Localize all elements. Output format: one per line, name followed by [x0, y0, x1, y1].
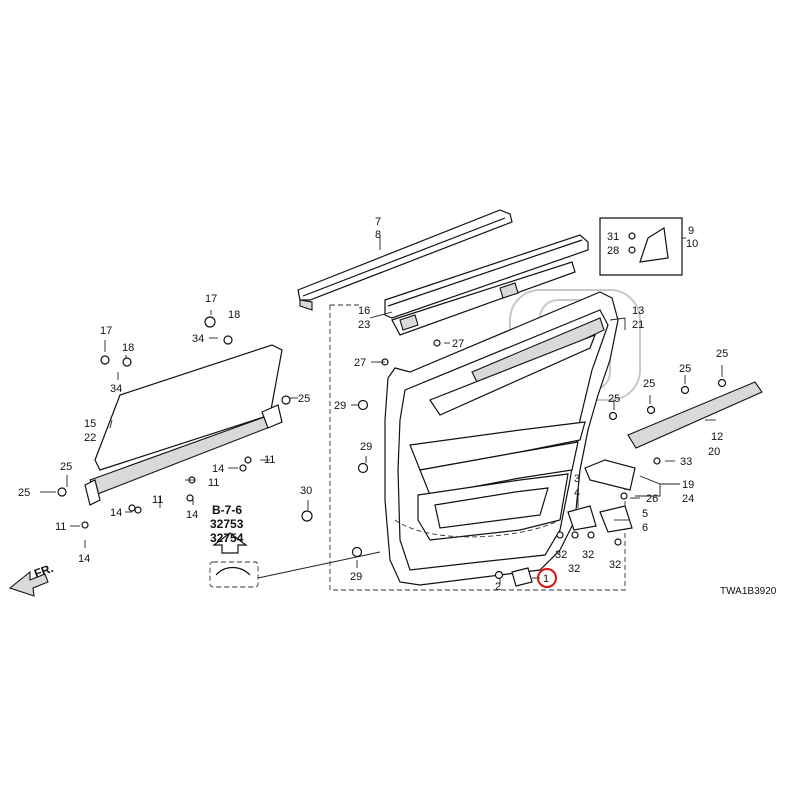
- reference-part-b: 32754: [210, 531, 244, 545]
- callout-34b: 34: [110, 383, 122, 395]
- callout-32c: 32: [568, 563, 580, 575]
- callout-15: 15: [84, 418, 96, 430]
- reference-block: B-7-6 32753 32754: [210, 503, 244, 545]
- pillar-garnish: [599, 217, 683, 276]
- callout-25c: 25: [18, 487, 30, 499]
- rear-door-sunshade: [84, 344, 283, 506]
- trim-bracket: [391, 261, 576, 336]
- leader-lines: [40, 237, 723, 584]
- callout-7: 7: [375, 216, 381, 228]
- callout-18a: 18: [228, 309, 240, 321]
- callout-8: 8: [375, 229, 381, 241]
- callout-34a: 34: [192, 333, 204, 345]
- callout-32d: 32: [609, 559, 621, 571]
- callout-32a: 32: [555, 549, 567, 561]
- callout-14a: 14: [78, 553, 90, 565]
- callout-5: 5: [642, 508, 648, 520]
- callout-9: 9: [688, 225, 694, 237]
- callout-11b: 11: [152, 494, 163, 506]
- callout-20: 20: [708, 446, 720, 458]
- power-window-switch-panel: [511, 459, 636, 587]
- callout-26: 26: [646, 493, 658, 505]
- callout-19: 19: [682, 479, 694, 491]
- callout-33: 33: [680, 456, 692, 468]
- callout-28: 28: [607, 245, 619, 257]
- callout-12: 12: [711, 431, 723, 443]
- front-direction-label: FR.: [32, 561, 55, 581]
- callout-27a: 27: [452, 338, 464, 350]
- callout-10: 10: [686, 238, 698, 250]
- reference-section: B-7-6: [212, 503, 242, 517]
- callout-29b: 29: [360, 441, 372, 453]
- highlight-circle: [537, 568, 557, 588]
- callout-17b: 17: [100, 325, 112, 337]
- callout-32b: 32: [582, 549, 594, 561]
- callout-22: 22: [84, 432, 96, 444]
- door-sash-molding: [297, 209, 513, 311]
- callout-17a: 17: [205, 293, 217, 305]
- callout-11a: 11: [55, 521, 66, 533]
- callout-labels: 7 8 9 10 31 28 16 23 13 21 27 27 29 29 3…: [18, 216, 728, 593]
- callout-14b: 14: [110, 507, 122, 519]
- callout-29a: 29: [334, 400, 346, 412]
- callout-30: 30: [300, 485, 312, 497]
- callout-25a: 25: [298, 393, 310, 405]
- callout-11c: 11: [208, 477, 219, 489]
- callout-31: 31: [607, 231, 619, 243]
- reference-arrow: [212, 532, 248, 554]
- callout-3: 3: [574, 473, 580, 485]
- callout-1: 1: [543, 573, 549, 585]
- door-lining-panel: [329, 291, 626, 591]
- callout-23: 23: [358, 319, 370, 331]
- front-direction-arrow: FR.: [8, 561, 55, 597]
- callout-6: 6: [642, 522, 648, 534]
- callout-25f: 25: [643, 378, 655, 390]
- callout-11d: 11: [264, 454, 275, 466]
- callout-27b: 27: [354, 357, 366, 369]
- inner-weatherstrip: [384, 234, 589, 319]
- callout-24: 24: [682, 493, 694, 505]
- callout-25e: 25: [679, 363, 691, 375]
- callout-18b: 18: [122, 342, 134, 354]
- callout-25b: 25: [60, 461, 72, 473]
- callout-21: 21: [632, 319, 644, 331]
- fasteners: [57, 232, 727, 580]
- diagram-code: TWA1B3920: [720, 586, 777, 597]
- callout-4: 4: [574, 487, 580, 499]
- callout-14c: 14: [186, 509, 198, 521]
- callout-16: 16: [358, 305, 370, 317]
- callout-29c: 29: [350, 571, 362, 583]
- callout-25g: 25: [608, 393, 620, 405]
- callout-14d: 14: [212, 463, 224, 475]
- callout-25d: 25: [716, 348, 728, 360]
- reference-part-a: 32753: [210, 517, 244, 531]
- rear-molding-strip: [627, 381, 763, 449]
- callout-13: 13: [632, 305, 644, 317]
- callout-2: 2: [495, 581, 501, 593]
